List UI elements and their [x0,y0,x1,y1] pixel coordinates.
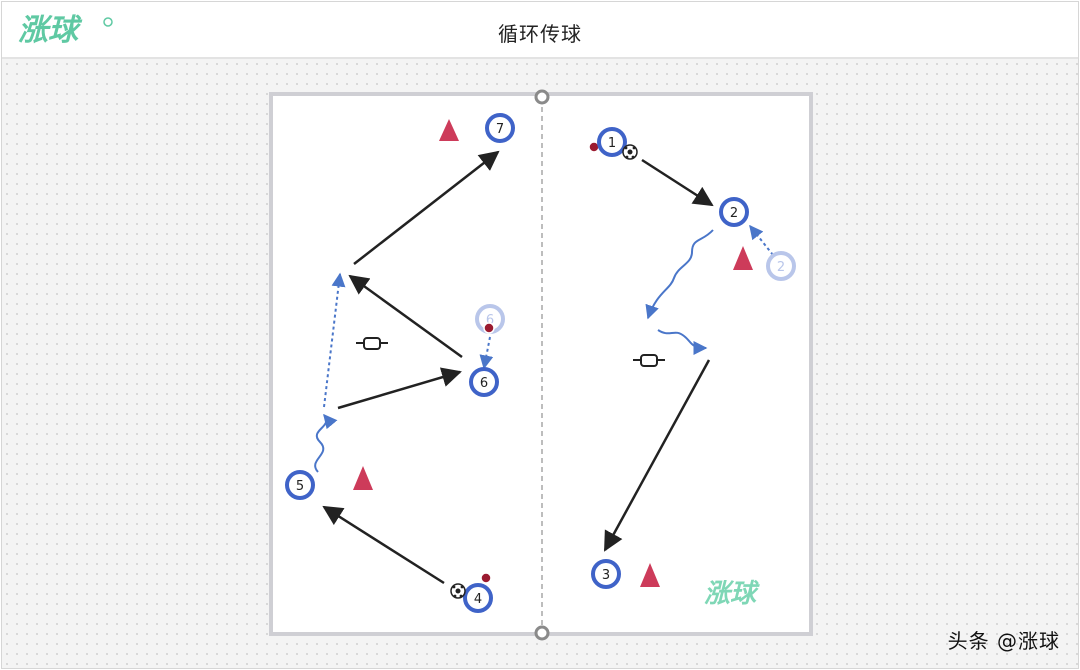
player-1-number: 1 [608,136,616,151]
brand-logo-text: 涨球 [18,13,83,48]
pass-arrows [322,150,714,585]
player-7[interactable]: 7 [485,113,515,143]
drill-canvas: 6 2 7 6 5 [2,59,1078,668]
page-title: 循环传球 [498,22,582,46]
movement-arrows [314,224,774,473]
header-bar: 涨球 循环传球 [2,2,1078,59]
player-2[interactable]: 2 [719,197,749,227]
ghost-player-2: 2 [766,251,796,281]
player-6[interactable]: 6 [469,367,499,397]
cone-icon [439,119,459,141]
soccer-ball-icon [622,144,638,160]
watermark: 头条 @涨球 [947,629,1060,653]
logo-ball-icon [103,17,113,27]
player-1[interactable]: 1 [597,127,627,157]
player-5-number: 5 [296,479,304,494]
cone-icon [733,246,753,270]
halfway-marker-bottom [534,625,550,641]
soccer-ball-icon [450,583,466,599]
pinnie-icon [483,322,495,334]
player-6-number: 6 [480,376,488,391]
halfway-marker-top [534,89,550,105]
ghost-player-6-number: 6 [486,313,494,328]
drill-diagram: 6 2 7 6 5 [269,89,813,641]
player-4-number: 4 [474,592,482,607]
player-2-number: 2 [730,206,738,221]
cone-icon [353,466,373,490]
ghost-player-2-number: 2 [777,260,785,275]
player-3-number: 3 [602,568,610,583]
player-7-number: 7 [496,122,504,137]
field-logo: 涨球 [704,579,760,609]
brand-logo: 涨球 [18,13,113,48]
pinnie-icon [480,572,492,584]
player-4[interactable]: 4 [463,583,493,613]
cone-icon [640,563,660,587]
mini-goal-icon [356,337,388,350]
player-3[interactable]: 3 [591,559,621,589]
player-5[interactable]: 5 [285,470,315,500]
mini-goal-icon [633,354,665,367]
